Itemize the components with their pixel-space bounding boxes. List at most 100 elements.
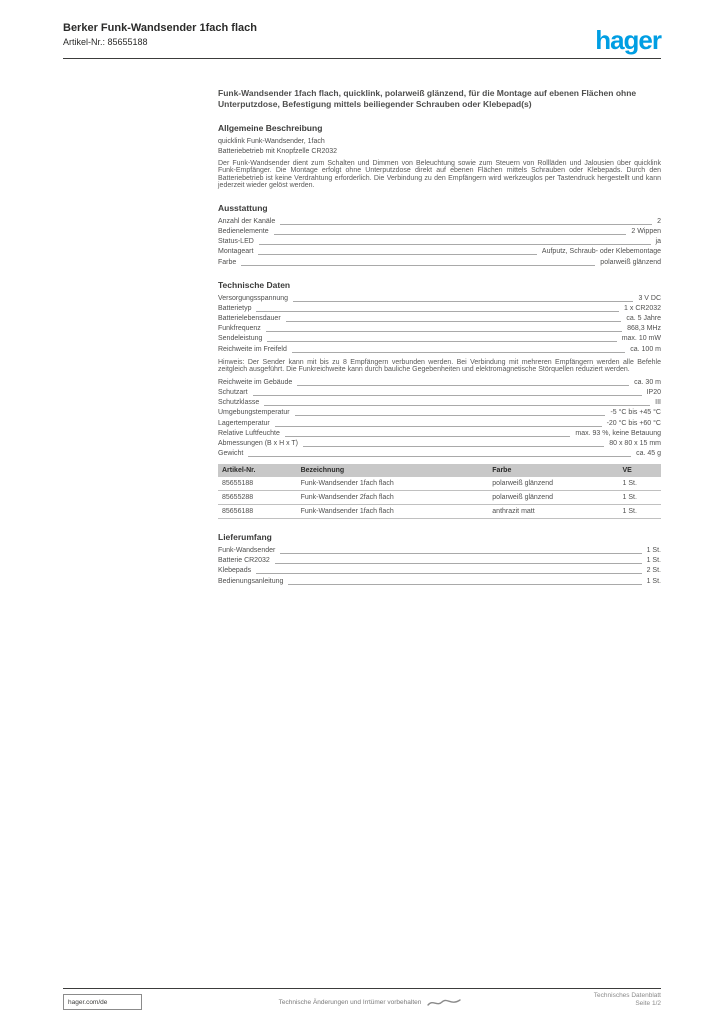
spec-row: Abmessungen (B x H x T) 80 x 80 x 15 mm [218, 440, 661, 448]
table-header-cell: Bezeichnung [296, 464, 489, 478]
spec-label: Schutzklasse [218, 399, 260, 407]
product-title: Berker Funk-Wandsender 1fach flach [63, 22, 257, 34]
leader-line [285, 321, 622, 322]
spec-label: Status-LED [218, 238, 254, 246]
spec-label: Batterie CR2032 [218, 557, 270, 565]
variants-table: Artikel-Nr. Bezeichnung Farbe VE 8565518… [218, 464, 661, 520]
spec-label: Sendeleistung [218, 335, 263, 343]
spec-value: -20 °C bis +60 °C [606, 419, 661, 427]
spec-row: Bedienungsanleitung 1 St. [218, 578, 661, 586]
features-rows: Anzahl der Kanäle 2 Bedienelemente 2 Wip… [218, 218, 661, 267]
spec-label: Gewicht [218, 450, 244, 458]
table-cell: 1 St. [618, 504, 661, 520]
description-heading: Allgemeine Beschreibung [218, 123, 323, 133]
spec-label: Reichweite im Gebäude [218, 378, 293, 386]
spec-label: Versorgungsspannung [218, 294, 289, 302]
description-paragraph: Der Funk-Wandsender dient zum Schalten u… [218, 159, 661, 190]
variants-table-body: 85655188 Funk-Wandsender 1fach flach pol… [218, 477, 661, 520]
section-features: Ausstattung Anzahl der Kanäle 2 Bedienel… [218, 203, 661, 267]
spec-label: Bedienelemente [218, 228, 269, 236]
table-header-cell: Artikel-Nr. [218, 464, 297, 478]
content-column: Funk-Wandsender 1fach flach, quicklink, … [218, 88, 661, 588]
leader-line [293, 300, 634, 302]
spec-label: Batterietyp [218, 304, 252, 312]
spec-value: 2 Wippen [631, 228, 661, 236]
spec-row: Bedienelemente 2 Wippen [218, 228, 661, 236]
footer-doc-label: Technisches Datenblatt [593, 992, 661, 999]
spec-value: ca. 100 m [630, 345, 661, 353]
footer-note-text: Technische Änderungen und Irrtümer vorbe… [278, 999, 422, 1006]
spec-value: IP20 [646, 388, 661, 396]
article-number: Artikel-Nr.: 85655188 [63, 37, 148, 47]
spec-value: 1 x CR2032 [624, 304, 661, 312]
spec-value: 2 [657, 217, 661, 225]
spec-row: Farbe polarweiß glänzend [218, 259, 661, 267]
table-cell: Funk-Wandsender 1fach flach [296, 504, 489, 520]
spec-value: 80 x 80 x 15 mm [609, 439, 661, 447]
spec-row: Funk-Wandsender 1 St. [218, 547, 661, 555]
spec-row: Status-LED ja [218, 238, 661, 246]
table-header-cell: VE [618, 464, 661, 478]
table-cell: polarweiß glänzend [488, 477, 619, 492]
leader-line [265, 331, 623, 333]
spec-row: Umgebungstemperatur -5 °C bis +45 °C [218, 409, 661, 417]
footer-meta: Technisches Datenblatt Seite 1/2 [594, 992, 661, 1008]
footer-page-number: Seite 1/2 [635, 1000, 661, 1007]
spec-value: 3 V DC [638, 294, 661, 302]
spec-row: Batterie CR2032 1 St. [218, 557, 661, 565]
leader-line [280, 553, 642, 555]
leader-line [264, 405, 651, 407]
spec-label: Umgebungstemperatur [218, 409, 290, 417]
spec-row: Batterietyp 1 x CR2032 [218, 305, 661, 313]
footer-rule [63, 988, 661, 989]
spec-row: Batterielebensdauer ca. 5 Jahre [218, 315, 661, 323]
spec-label: Funk-Wandsender [218, 547, 276, 555]
scope-heading: Lieferumfang [218, 532, 272, 543]
spec-value: 2 St. [646, 567, 661, 575]
spec-value: Aufputz, Schraub- oder Klebemontage [541, 248, 661, 256]
technical-heading: Technische Daten [218, 279, 291, 290]
spec-value: 1 St. [646, 547, 661, 555]
signature-mark [427, 999, 462, 1006]
spec-row: Versorgungsspannung 3 V DC [218, 295, 661, 303]
leader-line [258, 254, 537, 256]
footer-note: Technische Änderungen und Irrtümer vorbe… [240, 997, 500, 1009]
leader-line [303, 445, 605, 447]
spec-label: Klebepads [218, 567, 252, 575]
spec-value: max. 93 %, keine Betauung [575, 429, 661, 437]
spec-value: max. 10 mW [621, 335, 661, 343]
leader-line [297, 384, 630, 386]
table-cell: Funk-Wandsender 2fach flach [296, 490, 489, 506]
variants-table-header-row: Artikel-Nr. Bezeichnung Farbe VE [218, 464, 661, 478]
bullet-line: quicklink Funk-Wandsender, 1fach [218, 138, 325, 145]
spec-row: Reichweite im Freifeld ca. 100 m [218, 346, 661, 354]
technical-rows-a: Versorgungsspannung 3 V DC Batterietyp 1… [218, 295, 661, 354]
table-header-cell: Farbe [488, 464, 619, 478]
leader-line [274, 563, 642, 565]
table-cell: anthrazit matt [488, 504, 619, 520]
features-heading: Ausstattung [218, 202, 268, 213]
leader-line [256, 310, 620, 312]
spec-row: Lagertemperatur -20 °C bis +60 °C [218, 420, 661, 428]
technical-note: Hinweis: Der Sender kann mit bis zu 8 Em… [218, 358, 661, 374]
table-row: 85656188 Funk-Wandsender 1fach flach ant… [218, 504, 661, 520]
spec-row: Klebepads 2 St. [218, 567, 661, 575]
spec-label: Montageart [218, 248, 254, 256]
leader-line [284, 435, 571, 437]
spec-row: Sendeleistung max. 10 mW [218, 335, 661, 343]
spec-value: ca. 45 g [636, 450, 661, 458]
leader-line [294, 415, 606, 417]
spec-row: Relative Luftfeuchte max. 93 %, keine Be… [218, 430, 661, 438]
spec-value: ja [655, 238, 661, 246]
description-bullets: quicklink Funk-Wandsender, 1fach Batteri… [218, 138, 661, 156]
spec-label: Batterielebensdauer [218, 315, 281, 322]
table-cell: polarweiß glänzend [488, 490, 619, 506]
spec-row: Schutzklasse III [218, 399, 661, 407]
spec-value: ca. 30 m [634, 378, 661, 386]
table-row: 85655288 Funk-Wandsender 2fach flach pol… [218, 490, 661, 506]
table-cell: Funk-Wandsender 1fach flach [296, 477, 489, 492]
footer-site-link[interactable]: hager.com/de [63, 994, 143, 1010]
spec-label: Bedienungsanleitung [218, 577, 284, 585]
spec-row: Montageart Aufputz, Schraub- oder Klebem… [218, 248, 661, 256]
